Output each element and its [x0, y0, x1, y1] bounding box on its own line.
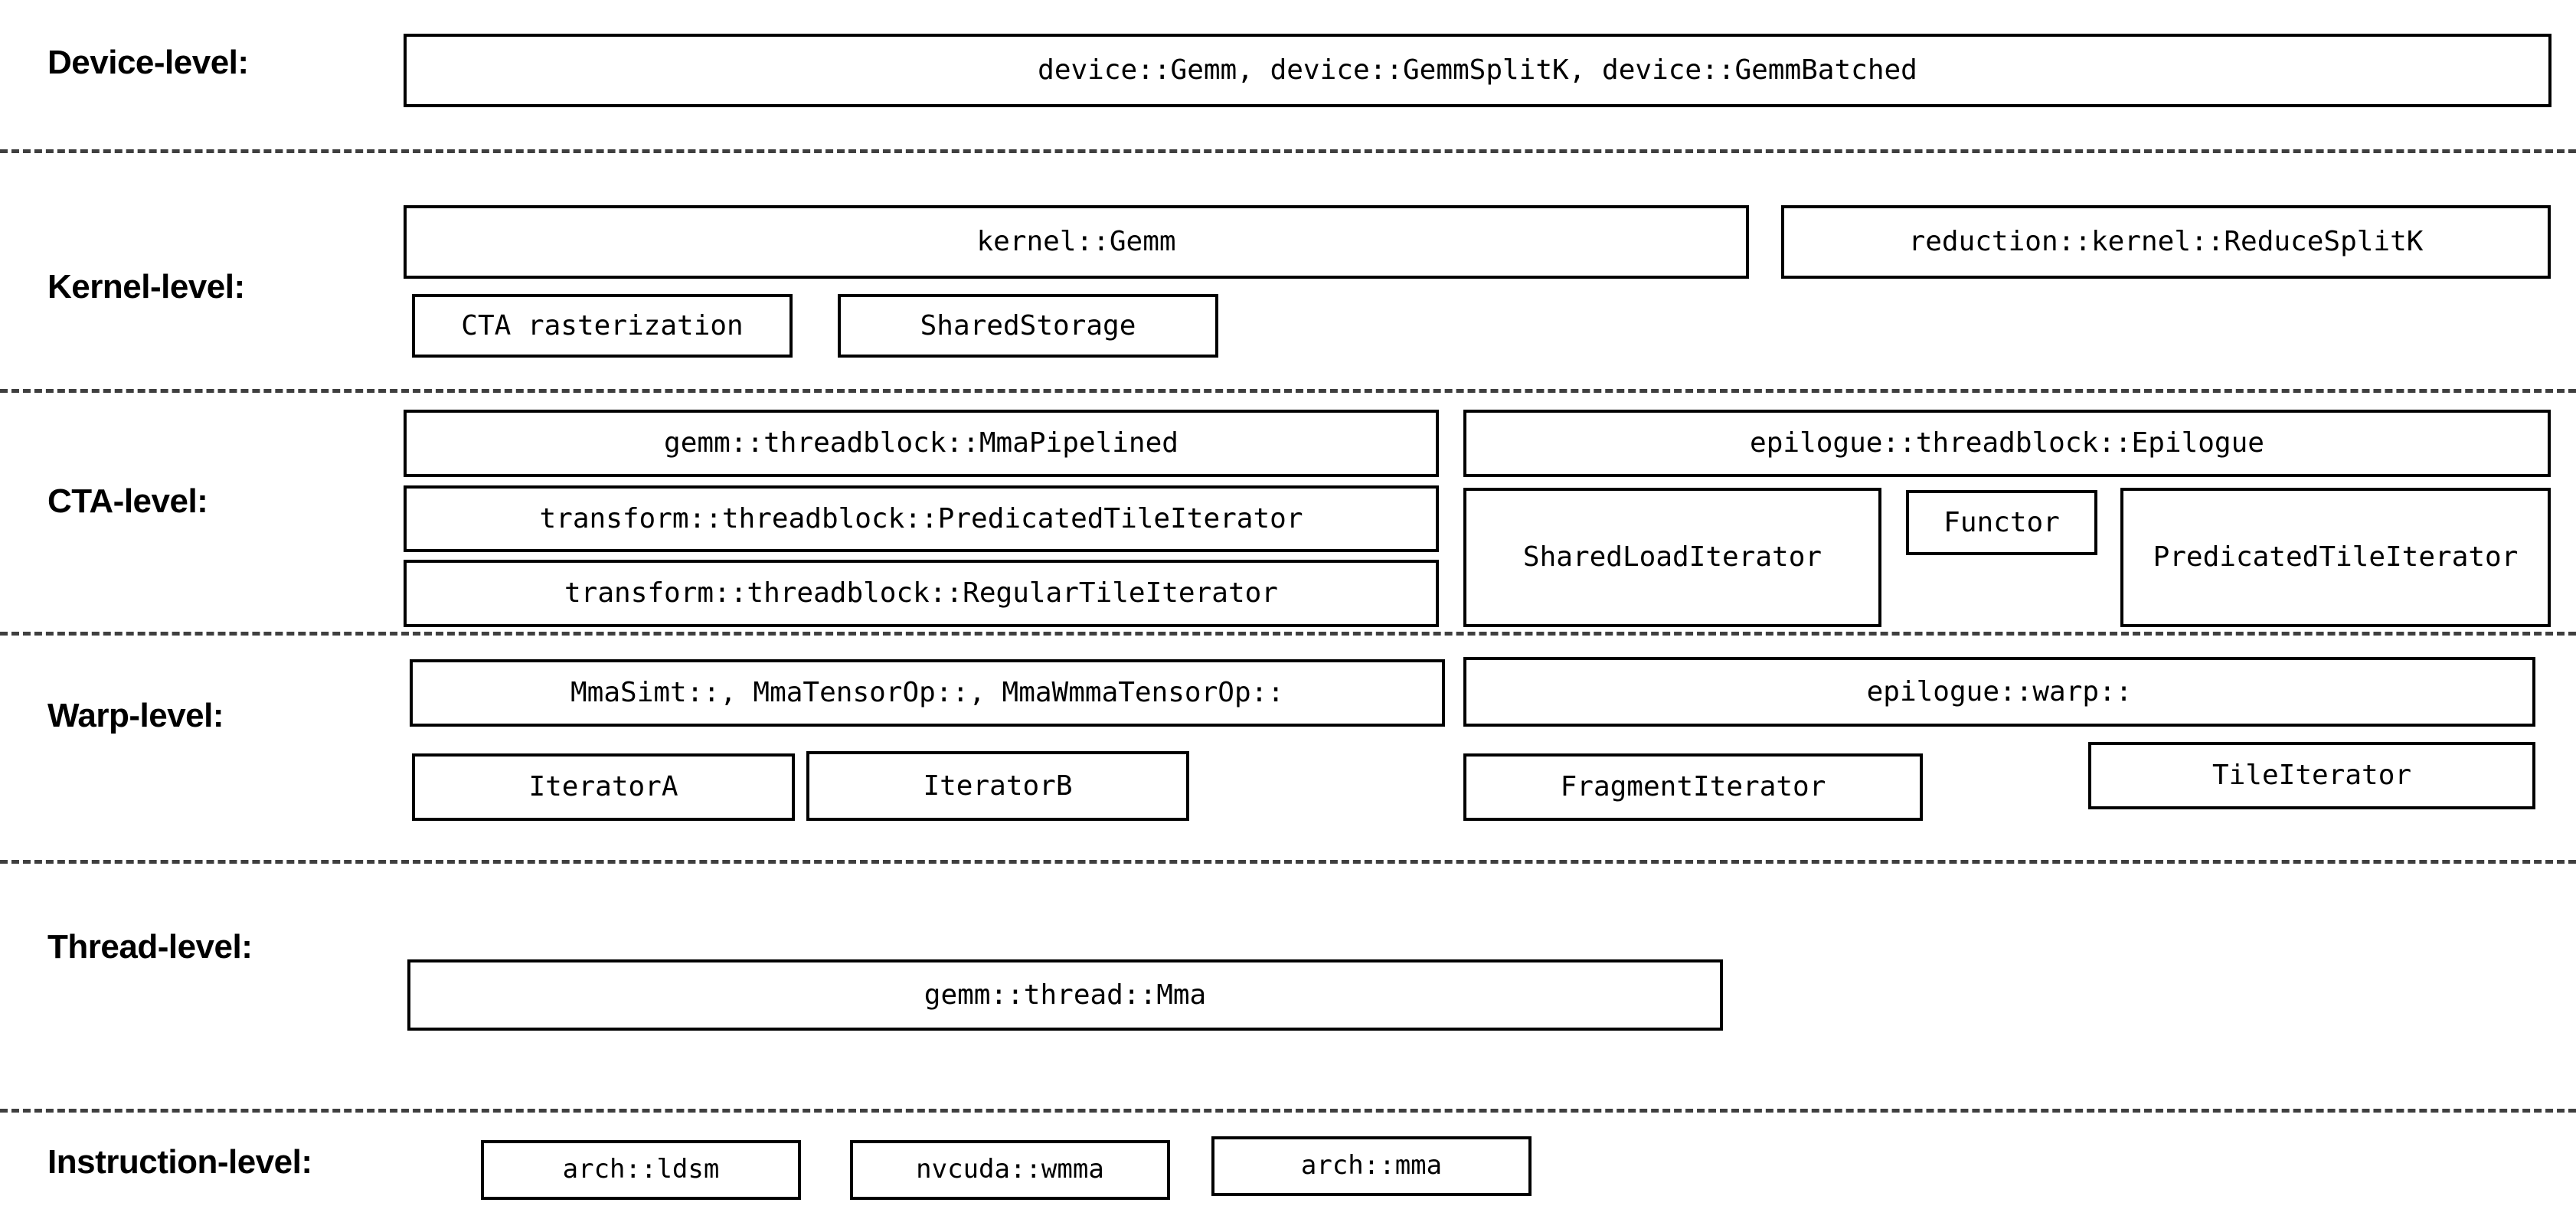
- box-arch-mma[interactable]: arch::mma: [1211, 1136, 1532, 1196]
- box-fragmentiterator[interactable]: FragmentIterator: [1463, 753, 1923, 821]
- box-arch-ldsm[interactable]: arch::ldsm: [481, 1140, 801, 1200]
- separator-cta-warp: [0, 632, 2576, 636]
- box-epilogue-warp[interactable]: epilogue::warp::: [1463, 657, 2535, 727]
- box-iteratorb[interactable]: IteratorB: [806, 751, 1189, 821]
- level-label-device: Device-level:: [47, 44, 249, 81]
- separator-device-kernel: [0, 149, 2576, 153]
- box-transform-threadblock-predicatedtileiterator[interactable]: transform::threadblock::PredicatedTileIt…: [404, 485, 1439, 552]
- box-nvcuda-wmma[interactable]: nvcuda::wmma: [850, 1140, 1170, 1200]
- box-functor[interactable]: Functor: [1906, 490, 2097, 555]
- box-tileiterator[interactable]: TileIterator: [2088, 742, 2535, 809]
- level-label-instruction: Instruction-level:: [47, 1143, 312, 1181]
- box-gemm-threadblock-mmapipelined[interactable]: gemm::threadblock::MmaPipelined: [404, 410, 1439, 477]
- level-label-thread: Thread-level:: [47, 928, 253, 966]
- box-shared-storage[interactable]: SharedStorage: [838, 294, 1218, 358]
- level-label-kernel: Kernel-level:: [47, 268, 245, 306]
- separator-warp-thread: [0, 860, 2576, 864]
- box-epilogue-threadblock-epilogue[interactable]: epilogue::threadblock::Epilogue: [1463, 410, 2551, 477]
- box-sharedloaditerator[interactable]: SharedLoadIterator: [1463, 488, 1881, 627]
- box-gemm-thread-mma[interactable]: gemm::thread::Mma: [407, 959, 1723, 1031]
- separator-kernel-cta: [0, 389, 2576, 393]
- level-label-cta: CTA-level:: [47, 482, 208, 520]
- separator-thread-instruction: [0, 1109, 2576, 1113]
- box-cta-rasterization[interactable]: CTA rasterization: [412, 294, 793, 358]
- box-transform-threadblock-regulartileiterator[interactable]: transform::threadblock::RegularTileItera…: [404, 560, 1439, 627]
- box-reduction-kernel-reducesplitk[interactable]: reduction::kernel::ReduceSplitK: [1781, 205, 2551, 279]
- box-iteratora[interactable]: IteratorA: [412, 753, 795, 821]
- box-mma-warp-ops[interactable]: MmaSimt::, MmaTensorOp::, MmaWmmaTensorO…: [410, 659, 1445, 727]
- level-label-warp: Warp-level:: [47, 697, 224, 734]
- box-kernel-gemm[interactable]: kernel::Gemm: [404, 205, 1749, 279]
- box-device-gemm[interactable]: device::Gemm, device::GemmSplitK, device…: [404, 34, 2551, 107]
- box-predicatedtileiterator[interactable]: PredicatedTileIterator: [2120, 488, 2551, 627]
